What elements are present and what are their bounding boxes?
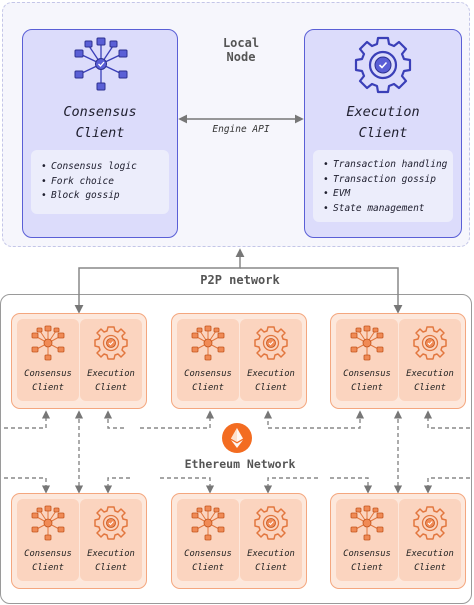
peer-execution-label: Execution Client [87,369,135,393]
peer-consensus-label: Consensus Client [343,549,391,573]
peer-node: Consensus Client Execution Client [171,493,307,589]
peer-node: Consensus Client Execution Client [171,313,307,409]
ethereum-network-label: Ethereum Network [160,457,320,471]
peer-links [4,410,470,494]
peer-execution-label: Execution Client [406,549,454,573]
peer-consensus-label: Consensus Client [184,549,232,573]
peer-execution-label: Execution Client [406,369,454,393]
gear-check-icon [413,506,447,540]
list-item: Fork choice [41,175,169,190]
peer-execution-client: Execution Client [80,319,142,401]
gear-check-icon [254,326,288,360]
list-item: EVM [323,187,453,202]
peer-consensus-label: Consensus Client [343,369,391,393]
peer-execution-client: Execution Client [399,319,461,401]
list-item: Consensus logic [41,160,169,175]
gear-check-icon [94,326,128,360]
network-nodes-icon [191,505,225,541]
peer-execution-client: Execution Client [80,499,142,581]
p2p-network-label: P2P network [180,273,300,287]
peer-consensus-client: Consensus Client [17,319,79,401]
peer-consensus-client: Consensus Client [17,499,79,581]
gear-check-icon [354,36,412,94]
peer-execution-label: Execution Client [247,369,295,393]
list-item: Transaction handling [323,158,453,173]
peer-consensus-label: Consensus Client [24,549,72,573]
network-nodes-icon [31,505,65,541]
peer-consensus-client: Consensus Client [177,319,239,401]
local-execution-features: Transaction handling Transaction gossip … [313,150,453,222]
peer-node: Consensus Client Execution Client [330,493,466,589]
peer-execution-client: Execution Client [399,499,461,581]
peer-execution-client: Execution Client [240,499,302,581]
network-nodes-icon [31,325,65,361]
peer-execution-label: Execution Client [87,549,135,573]
network-nodes-icon [350,325,384,361]
peer-consensus-client: Consensus Client [336,319,398,401]
peer-execution-label: Execution Client [247,549,295,573]
local-consensus-title: Consensus Client [63,104,137,141]
network-nodes-icon [350,505,384,541]
gear-check-icon [94,506,128,540]
peer-consensus-client: Consensus Client [336,499,398,581]
peer-consensus-client: Consensus Client [177,499,239,581]
peer-node: Consensus Client Execution Client [11,493,147,589]
engine-api-label: Engine API [212,124,270,135]
gear-check-icon [413,326,447,360]
network-nodes-icon [74,37,128,91]
gear-check-icon [254,506,288,540]
local-consensus-features: Consensus logic Fork choice Block gossip [31,150,169,214]
peer-consensus-label: Consensus Client [184,369,232,393]
list-item: State management [323,202,453,217]
local-execution-client: Execution Client Transaction handling Tr… [304,29,462,238]
peer-consensus-label: Consensus Client [24,369,72,393]
ethereum-logo-icon [222,423,252,453]
local-node-label: Local Node [222,36,260,64]
peer-node: Consensus Client Execution Client [330,313,466,409]
list-item: Transaction gossip [323,173,453,188]
local-execution-title: Execution Client [346,104,420,141]
peer-execution-client: Execution Client [240,319,302,401]
p2p-arrow-left [74,248,245,314]
list-item: Block gossip [41,189,169,204]
local-consensus-client: Consensus Client Consensus logic Fork ch… [22,29,178,238]
p2p-arrow-right [240,267,403,314]
peer-node: Consensus Client Execution Client [11,313,147,409]
network-nodes-icon [191,325,225,361]
